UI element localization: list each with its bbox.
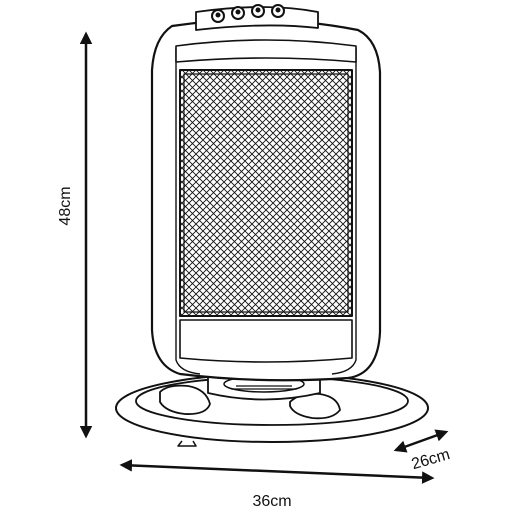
base-left-pad: [159, 384, 211, 415]
dimension-lines: [79, 31, 449, 484]
lower-frame: [179, 319, 353, 363]
grille-inner-frame: [183, 73, 349, 313]
heating-grille: [179, 69, 353, 317]
base-foot: [177, 440, 197, 447]
housing-bevel-right: [331, 48, 357, 375]
depth-arrow: [393, 429, 449, 453]
width-arrow: [119, 459, 435, 484]
housing-bevel-left: [175, 48, 201, 375]
depth-label: 26cm: [410, 446, 452, 473]
upper-frame: [175, 39, 357, 63]
width-label: 36cm: [252, 493, 291, 510]
heater-drawing: [115, 4, 429, 447]
height-label: 48cm: [57, 186, 74, 225]
heater-base: [115, 372, 429, 447]
control-panel: [195, 4, 319, 31]
